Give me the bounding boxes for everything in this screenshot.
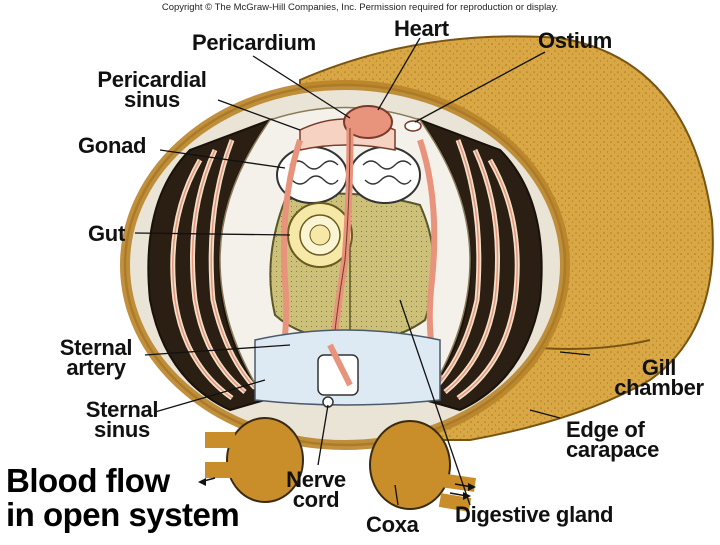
label-coxa: Coxa [366, 512, 419, 537]
label-edge-of-carapace-line2: carapace [566, 437, 660, 462]
label-edge-of-carapace-line1: Edge of [566, 417, 645, 442]
label-nerve-cord-line1: Nerve [286, 467, 346, 492]
figure-title: Blood flow in open system [6, 462, 240, 533]
label-pericardium: Pericardium [192, 30, 316, 55]
gill-chamber-right [417, 117, 543, 412]
label-pericardial-sinus-line2: sinus [124, 87, 180, 112]
gut [287, 202, 353, 268]
label-sternal-sinus-line1: Sternal [85, 397, 159, 422]
label-digestive-gland: Digestive gland [455, 502, 614, 527]
label-nerve-cord-line2: cord [292, 487, 340, 512]
label-nerve-cord: Nerve cord [276, 467, 356, 512]
label-gill-chamber-line1: Gill [641, 355, 677, 380]
label-gonad: Gonad [78, 133, 147, 158]
label-edge-of-carapace: Edge of carapace [566, 417, 660, 462]
gill-chamber-left [147, 117, 273, 412]
label-ostium: Ostium [538, 28, 612, 53]
coxa [205, 417, 476, 512]
label-sternal-artery: Sternal artery [46, 335, 146, 380]
sternal-region [254, 329, 441, 408]
label-sternal-artery-line2: artery [66, 355, 126, 380]
label-pericardial-sinus: Pericardial sinus [82, 67, 222, 112]
label-gill-chamber-line2: chamber [614, 375, 704, 400]
figure-title-line2: in open system [6, 496, 240, 533]
heart [299, 105, 422, 151]
leader-lines [134, 37, 591, 506]
copyright-notice: Copyright © The McGraw-Hill Companies, I… [161, 2, 559, 13]
label-pericardial-sinus-line1: Pericardial [97, 67, 207, 92]
label-sternal-artery-line1: Sternal [59, 335, 133, 360]
label-sternal-sinus: Sternal sinus [72, 397, 172, 442]
gonad [276, 146, 421, 204]
digestive-gland [269, 190, 435, 342]
label-heart: Heart [394, 16, 449, 41]
label-gill-chamber: Gill chamber [600, 355, 718, 400]
label-sternal-sinus-line2: sinus [94, 417, 150, 442]
label-gut: Gut [88, 221, 125, 246]
figure-title-line1: Blood flow [6, 462, 170, 499]
